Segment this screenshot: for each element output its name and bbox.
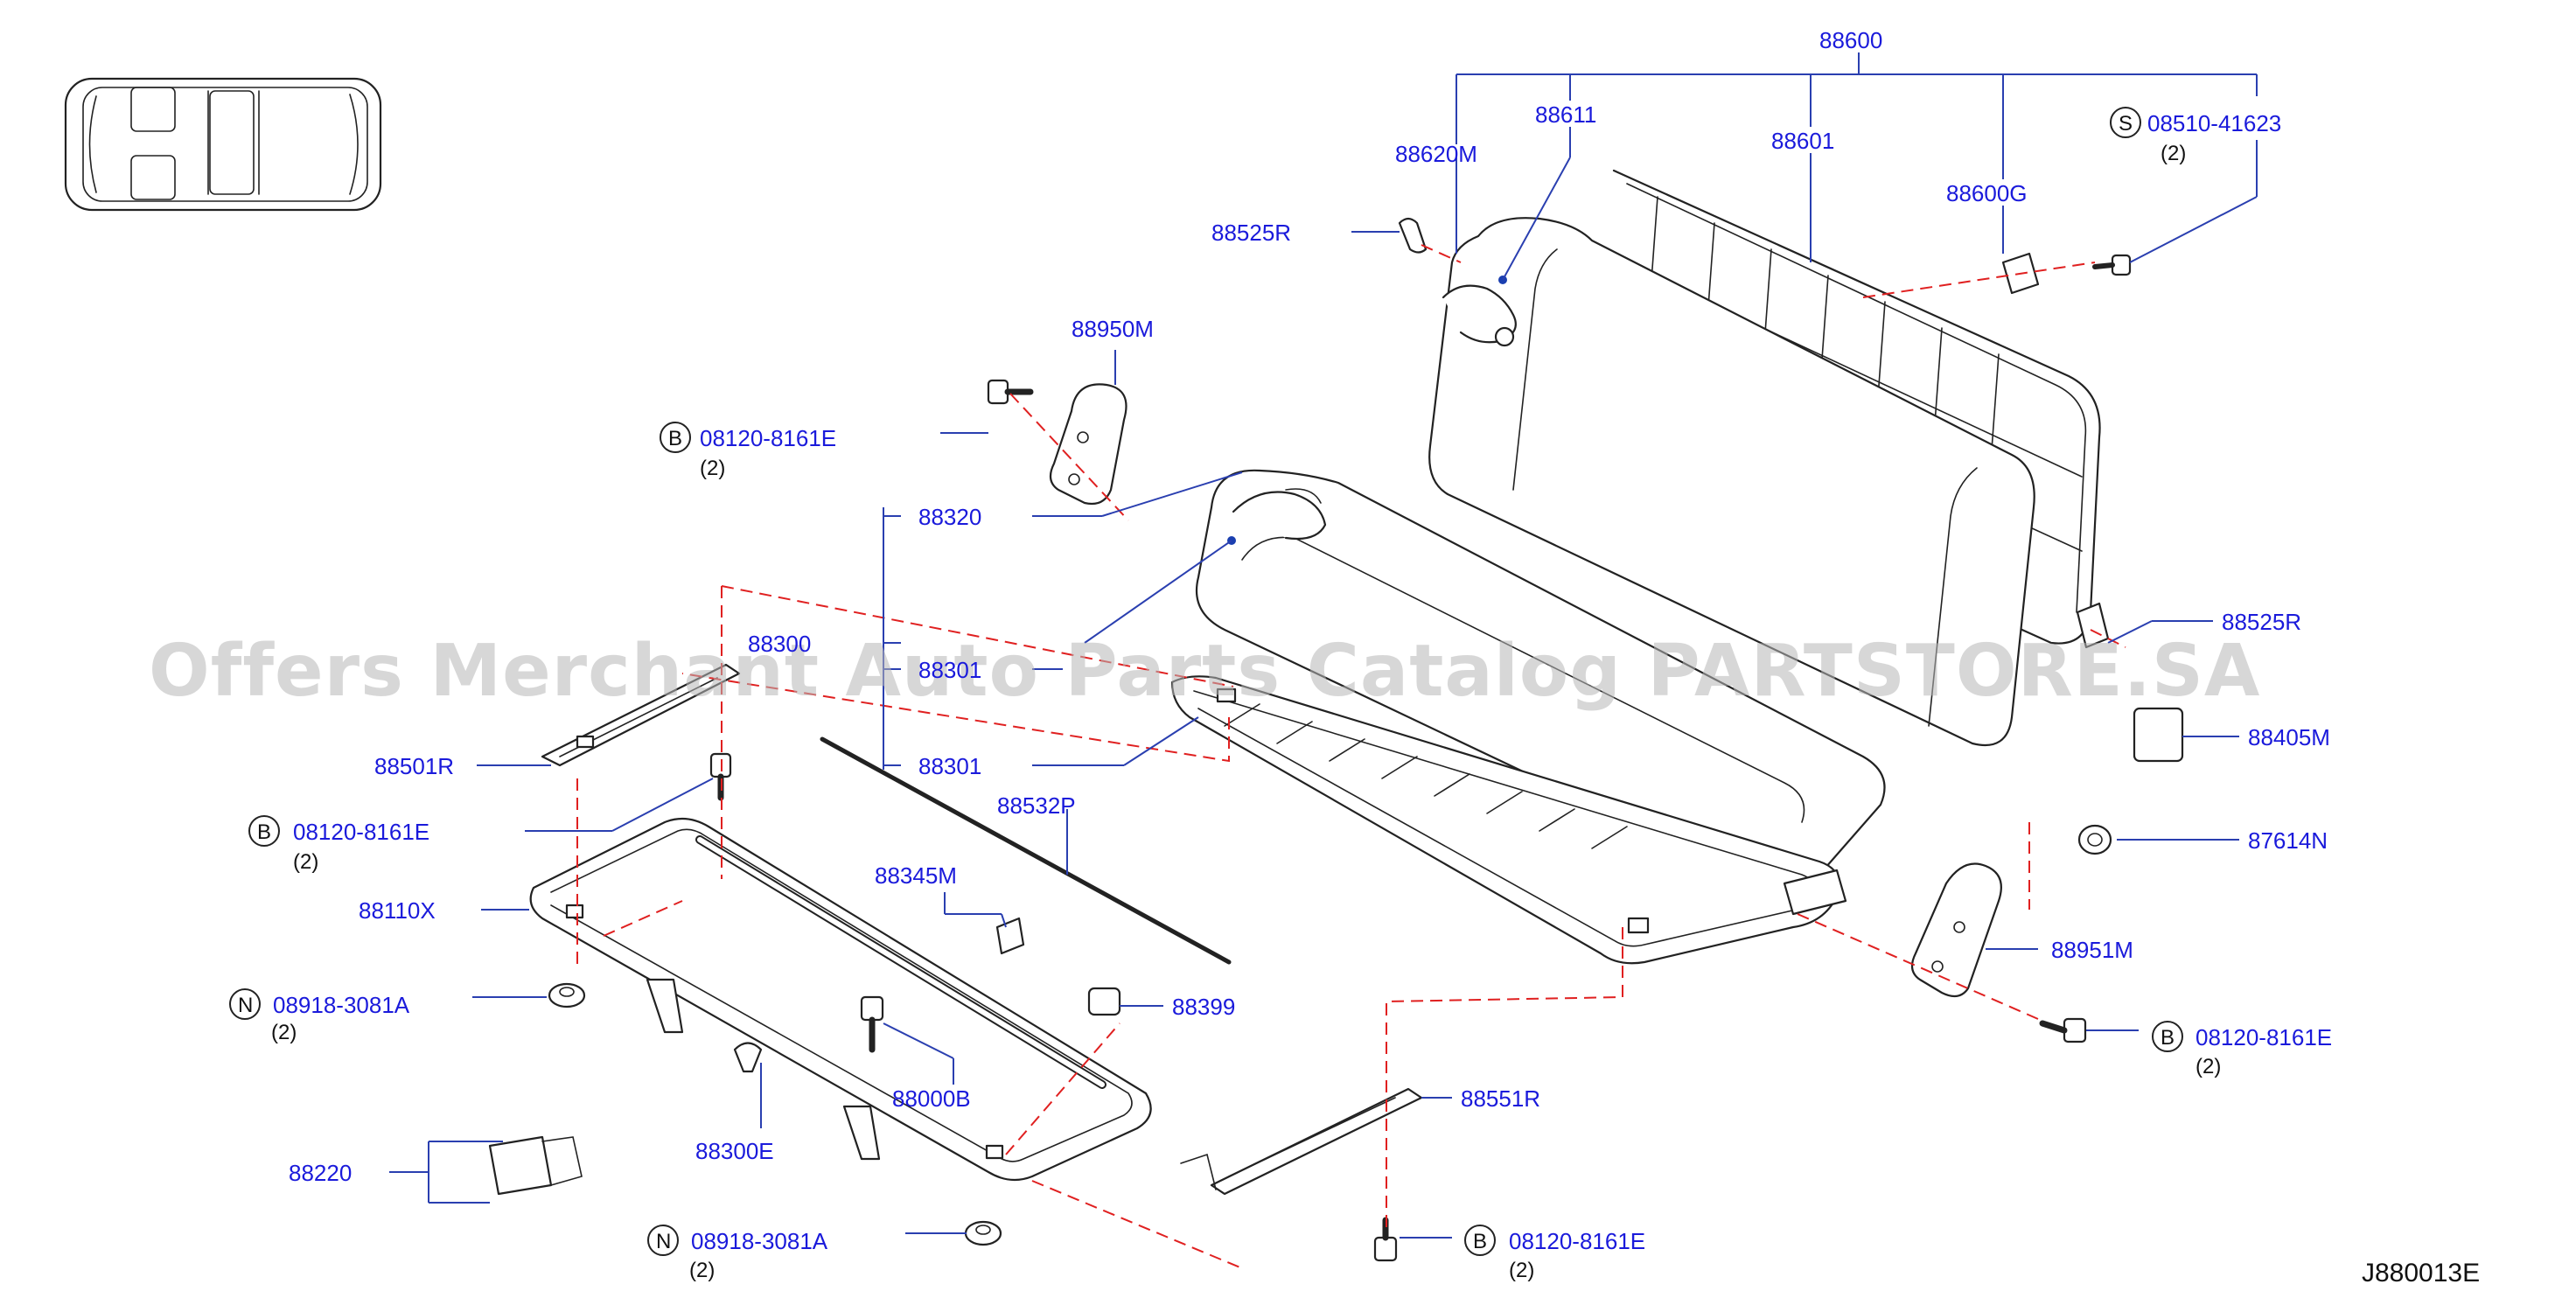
vehicle-locator-icon bbox=[64, 77, 382, 212]
fastener-qty: (2) bbox=[700, 457, 725, 480]
fastener-number[interactable]: 08120-8161E bbox=[700, 425, 836, 451]
callout-88600G[interactable]: 88600G bbox=[1946, 180, 2028, 206]
callout-88601[interactable]: 88601 bbox=[1771, 128, 1834, 154]
callout-88600[interactable]: 88600 bbox=[1819, 27, 1882, 53]
callout-88532P[interactable]: 88532P bbox=[997, 792, 1076, 819]
bushing-icon bbox=[1087, 987, 1121, 1016]
callout-88525R-top[interactable]: 88525R bbox=[1211, 220, 1291, 246]
fastener-b-bolt-right: B 08120-8161E (2) bbox=[2152, 1021, 2332, 1078]
fastener-qty: (2) bbox=[271, 1021, 297, 1044]
seat-cushion-frame bbox=[1170, 675, 1847, 965]
fastener-n-nut-bottom: N 08918-3081A (2) bbox=[647, 1225, 828, 1282]
fastener-qty: (2) bbox=[2196, 1055, 2221, 1078]
callout-87614N[interactable]: 87614N bbox=[2248, 827, 2328, 854]
bolt-icon bbox=[987, 379, 1034, 405]
fastener-qty: (2) bbox=[1509, 1259, 1534, 1282]
callout-88611[interactable]: 88611 bbox=[1535, 101, 1596, 128]
nut-icon bbox=[964, 1220, 1002, 1246]
fastener-qty: (2) bbox=[689, 1259, 715, 1282]
callout-88110X[interactable]: 88110X bbox=[359, 897, 436, 924]
fastener-prefix: B bbox=[668, 427, 682, 450]
callout-88620M[interactable]: 88620M bbox=[1395, 141, 1477, 167]
part-callouts: 88600 88611 88620M 88601 88600G 88525R 8… bbox=[289, 27, 2330, 1186]
seat-back-cushion bbox=[1428, 217, 2035, 747]
bolt-icon bbox=[860, 995, 884, 1053]
seat-cushion bbox=[1195, 469, 1886, 888]
fastener-prefix: N bbox=[238, 994, 253, 1017]
fastener-number[interactable]: 08120-8161E bbox=[2196, 1024, 2332, 1050]
hinge-bracket-right bbox=[1910, 862, 2002, 998]
fastener-prefix: B bbox=[1473, 1230, 1487, 1253]
seat-rail-left bbox=[541, 663, 741, 767]
callout-88405M[interactable]: 88405M bbox=[2248, 724, 2330, 750]
clip-icon bbox=[1398, 217, 1428, 254]
callout-88951M[interactable]: 88951M bbox=[2051, 937, 2133, 963]
fastener-n-nut-left: N 08918-3081A (2) bbox=[229, 988, 410, 1044]
fastener-number[interactable]: 08510-41623 bbox=[2147, 110, 2281, 136]
fastener-b-bolt-top: B 08120-8161E (2) bbox=[660, 422, 836, 480]
fastener-qty: (2) bbox=[293, 850, 318, 874]
callout-88300[interactable]: 88300 bbox=[748, 631, 811, 657]
cap-icon bbox=[2133, 707, 2184, 763]
fastener-prefix: S bbox=[2119, 112, 2133, 136]
diagram-id: J880013E bbox=[2362, 1259, 2480, 1288]
leader-lines bbox=[389, 52, 2258, 1239]
fastener-number[interactable]: 08120-8161E bbox=[1509, 1228, 1645, 1254]
callout-88525R-right[interactable]: 88525R bbox=[2222, 609, 2301, 635]
fastener-number[interactable]: 08120-8161E bbox=[293, 819, 429, 845]
callout-88399[interactable]: 88399 bbox=[1172, 994, 1235, 1020]
watermark: Offers Merchant Auto Parts Catalog PARTS… bbox=[149, 630, 2260, 713]
callout-88551R[interactable]: 88551R bbox=[1461, 1085, 1540, 1112]
fastener-number[interactable]: 08918-3081A bbox=[273, 992, 410, 1018]
fastener-b-bolt-bottom: B 08120-8161E (2) bbox=[1464, 1225, 1645, 1282]
bracket-icon bbox=[488, 1135, 583, 1196]
hinge-bracket-left bbox=[1049, 383, 1127, 506]
bolt-icon bbox=[2039, 1017, 2087, 1043]
callout-88220[interactable]: 88220 bbox=[289, 1160, 352, 1186]
screw-icon bbox=[2092, 254, 2132, 276]
callout-88320[interactable]: 88320 bbox=[918, 504, 981, 530]
callout-88301-upper[interactable]: 88301 bbox=[918, 657, 981, 683]
fastener-b-bolt-left: B 08120-8161E (2) bbox=[248, 815, 429, 874]
fastener-prefix: B bbox=[257, 820, 271, 844]
nut-icon bbox=[548, 982, 586, 1008]
callout-88950M[interactable]: 88950M bbox=[1072, 316, 1154, 342]
clip-icon bbox=[995, 917, 1025, 955]
rod-icon bbox=[820, 736, 1232, 965]
fastener-prefix: B bbox=[2161, 1026, 2175, 1050]
grommet-icon bbox=[2077, 824, 2112, 855]
callout-88345M[interactable]: 88345M bbox=[875, 862, 957, 889]
callout-88000B[interactable]: 88000B bbox=[892, 1085, 971, 1112]
callout-88501R[interactable]: 88501R bbox=[374, 753, 454, 779]
hidden-lines bbox=[576, 244, 2126, 1269]
seat-rail-right bbox=[1180, 1087, 1423, 1196]
fastener-s-screw: S 08510-41623 (2) bbox=[2110, 107, 2281, 165]
fastener-prefix: N bbox=[656, 1230, 671, 1253]
callout-88301-lower[interactable]: 88301 bbox=[918, 753, 981, 779]
fastener-qty: (2) bbox=[2161, 142, 2186, 165]
bumper-icon bbox=[733, 1042, 763, 1073]
callout-88300E[interactable]: 88300E bbox=[695, 1138, 774, 1164]
fastener-number[interactable]: 08918-3081A bbox=[691, 1228, 828, 1254]
seat-leg-frame bbox=[529, 817, 1152, 1182]
